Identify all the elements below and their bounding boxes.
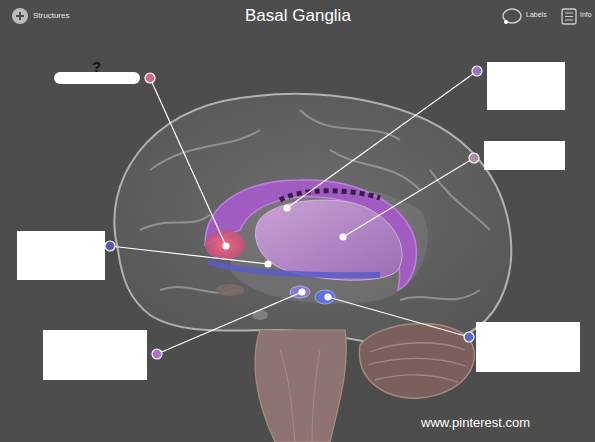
leader-dots bbox=[105, 66, 482, 359]
basal-ganglia bbox=[205, 180, 416, 304]
unknown-marker: ? bbox=[92, 58, 101, 75]
toolbar-button: Labels bbox=[526, 11, 547, 18]
small-structure bbox=[216, 284, 244, 296]
toolbar-button: Structures bbox=[33, 11, 69, 20]
small-structure bbox=[252, 310, 268, 320]
diagram-title: Basal Ganglia bbox=[245, 6, 351, 26]
leader-lines bbox=[110, 71, 477, 354]
brainstem bbox=[255, 330, 346, 442]
label-boxes bbox=[17, 62, 580, 380]
cerebellum bbox=[359, 324, 474, 399]
toolbar-button: Info bbox=[580, 11, 592, 18]
watermark: www.pinterest.com bbox=[421, 415, 530, 430]
